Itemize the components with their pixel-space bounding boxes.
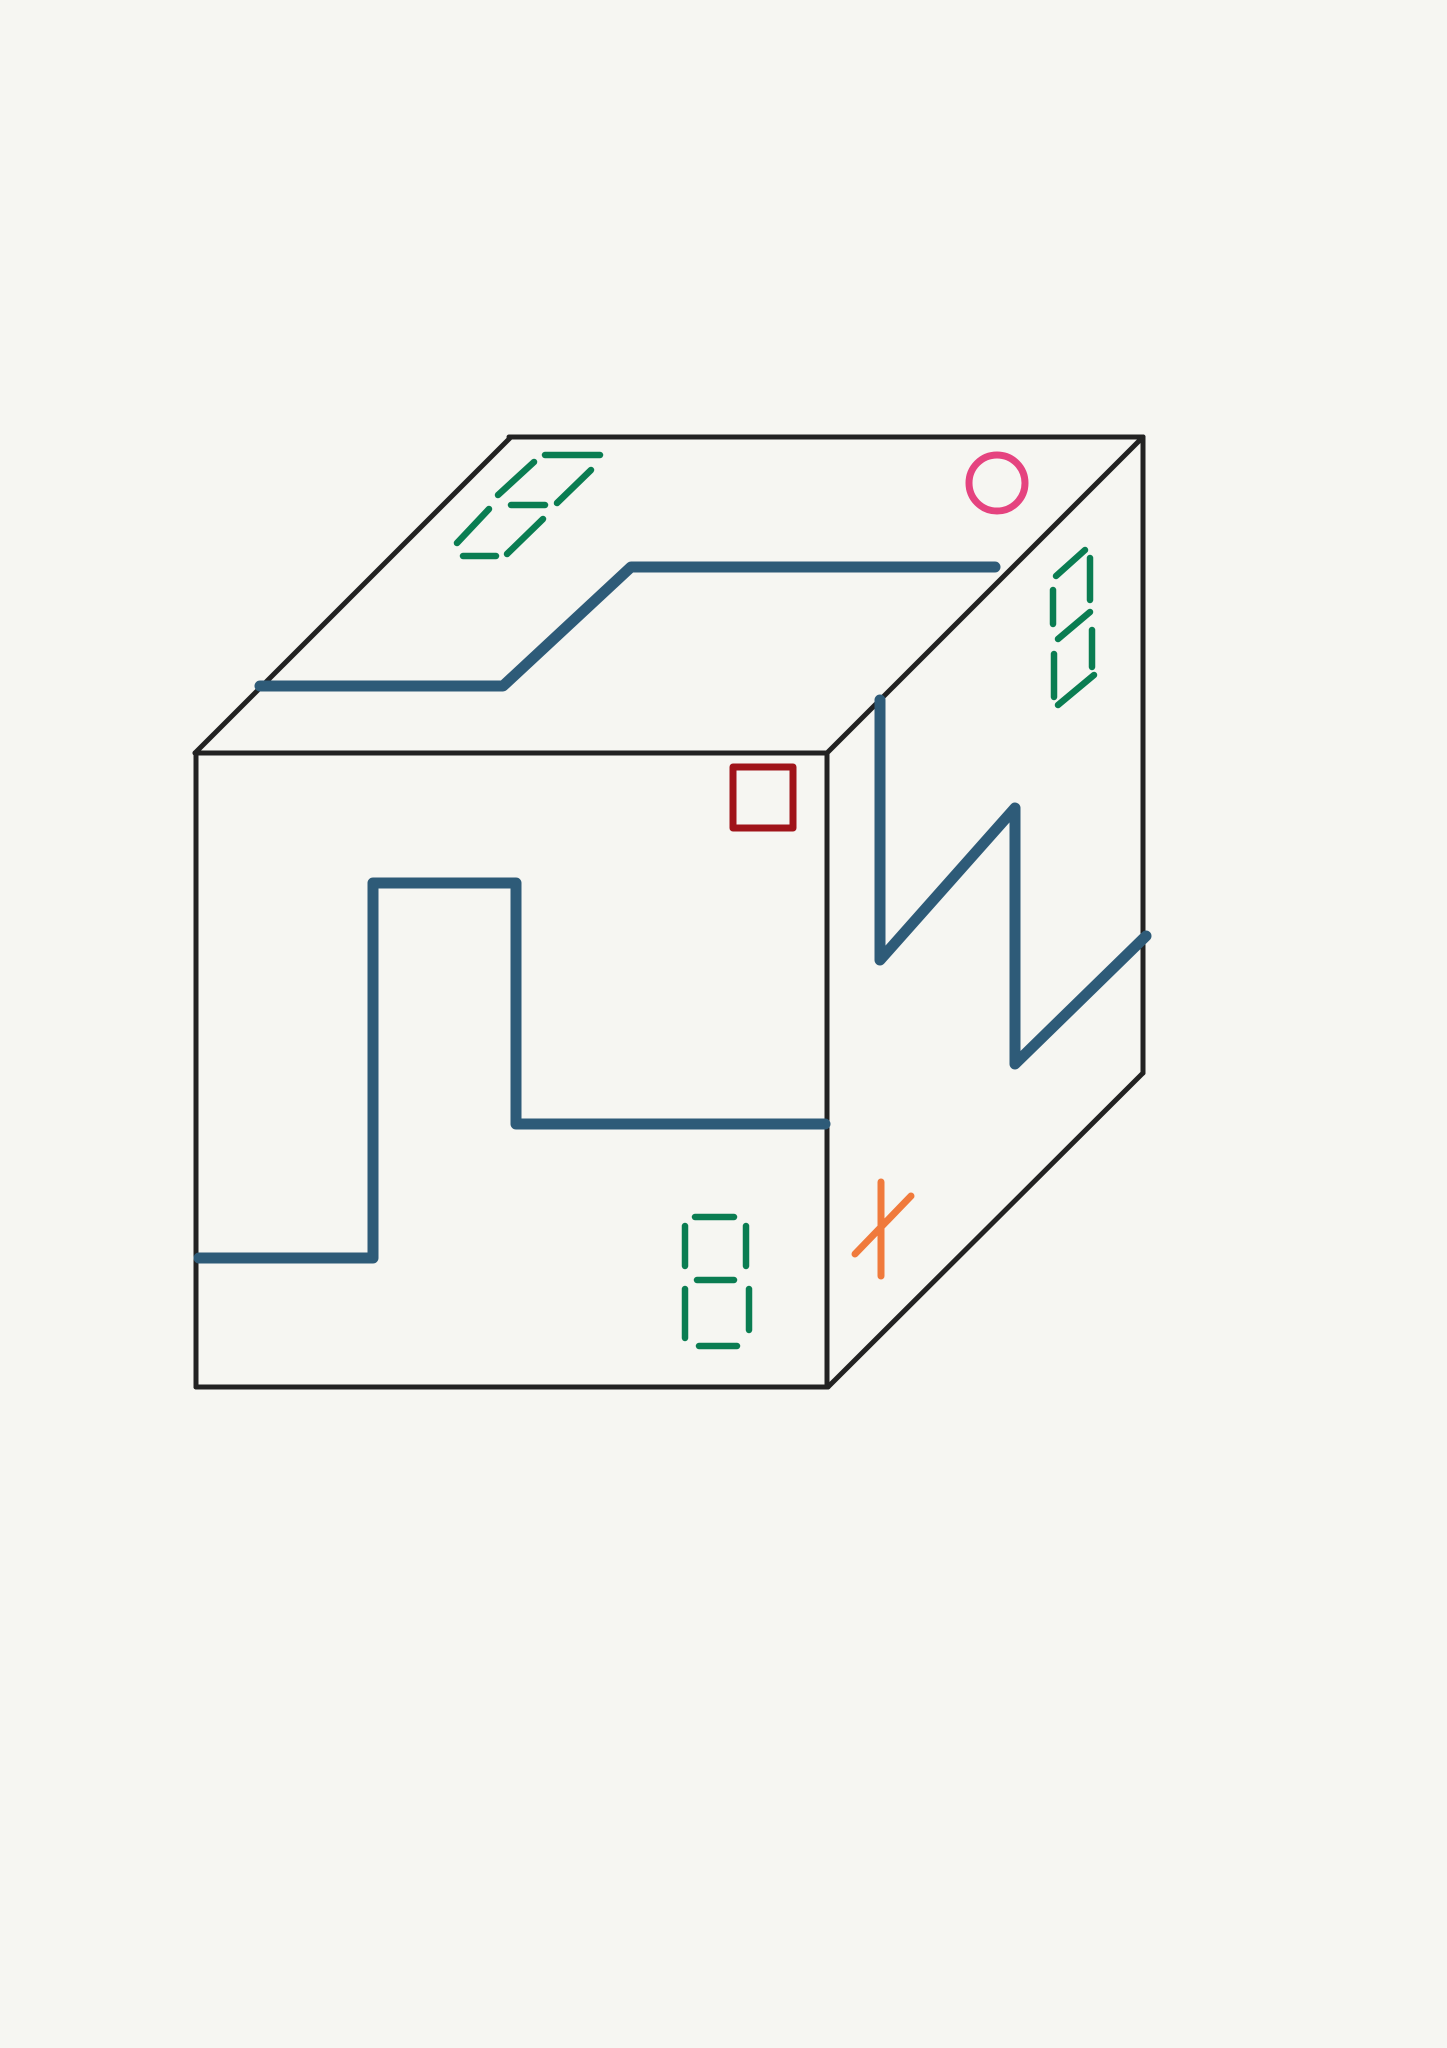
cross-icon-diagonal-stroke (851, 1192, 915, 1258)
right-face-bottom-edge (825, 1070, 1146, 1390)
square-icon (729, 763, 797, 832)
right-digit-segment-top (1052, 546, 1089, 580)
top-face-path (254, 561, 1001, 692)
top-digit-segment-bottom-left (453, 505, 493, 547)
front-face-digit (681, 1213, 753, 1350)
front-face-path (193, 877, 831, 1264)
top-face-left-edge (192, 434, 514, 756)
top-digit-segment-top-right (553, 466, 595, 507)
cube-outline (192, 434, 1146, 1390)
right-face-path (874, 694, 1152, 1070)
circle-icon (965, 451, 1029, 515)
right-digit-segment-bottom (1054, 671, 1098, 709)
top-digit-segment-bottom-right (503, 515, 547, 558)
right-digit-segment-middle (1054, 608, 1094, 643)
top-face-digit (453, 451, 604, 560)
cross-icon (851, 1178, 915, 1280)
right-face-digit (1049, 546, 1098, 709)
top-digit-segment-top-left (494, 458, 538, 499)
top-face-right-edge (824, 434, 1146, 756)
